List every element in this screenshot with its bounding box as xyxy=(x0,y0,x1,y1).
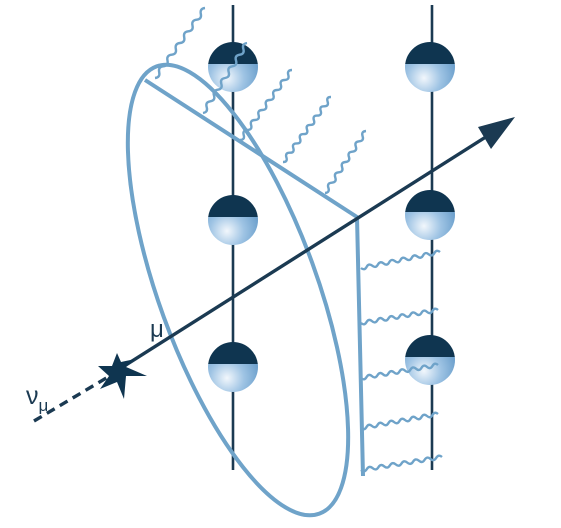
optical-module-right-top xyxy=(405,42,455,92)
neutrino-symbol: ν xyxy=(26,382,39,410)
photon-wave-icon xyxy=(360,362,439,381)
photon-wave-icon xyxy=(360,411,439,431)
photons xyxy=(154,6,443,473)
sensors xyxy=(208,42,455,392)
photon-wave-icon xyxy=(360,307,439,326)
photon-wave-icon xyxy=(282,95,332,164)
photon-wave-icon xyxy=(360,454,443,473)
muon-track-arrowhead xyxy=(478,117,515,149)
cherenkov-cone xyxy=(125,62,365,518)
cone-base-ellipse xyxy=(125,62,351,518)
optical-module-left-bottom xyxy=(208,342,258,392)
muon-track xyxy=(117,126,501,372)
neutrino-label: νμ xyxy=(26,382,48,415)
optical-module-right-middle xyxy=(405,190,455,240)
muon-label: μ xyxy=(150,316,164,343)
photon-wave-icon xyxy=(324,129,367,195)
star-burst-icon xyxy=(98,353,147,399)
optical-module-right-bottom xyxy=(405,335,455,385)
photon-wave-icon xyxy=(202,41,248,115)
optical-module-left-middle xyxy=(208,195,258,245)
photon-wave-icon xyxy=(154,6,206,80)
photon-wave-icon xyxy=(360,249,441,271)
photon-wave-icon xyxy=(239,68,293,142)
neutrino-subscript: μ xyxy=(39,396,49,415)
